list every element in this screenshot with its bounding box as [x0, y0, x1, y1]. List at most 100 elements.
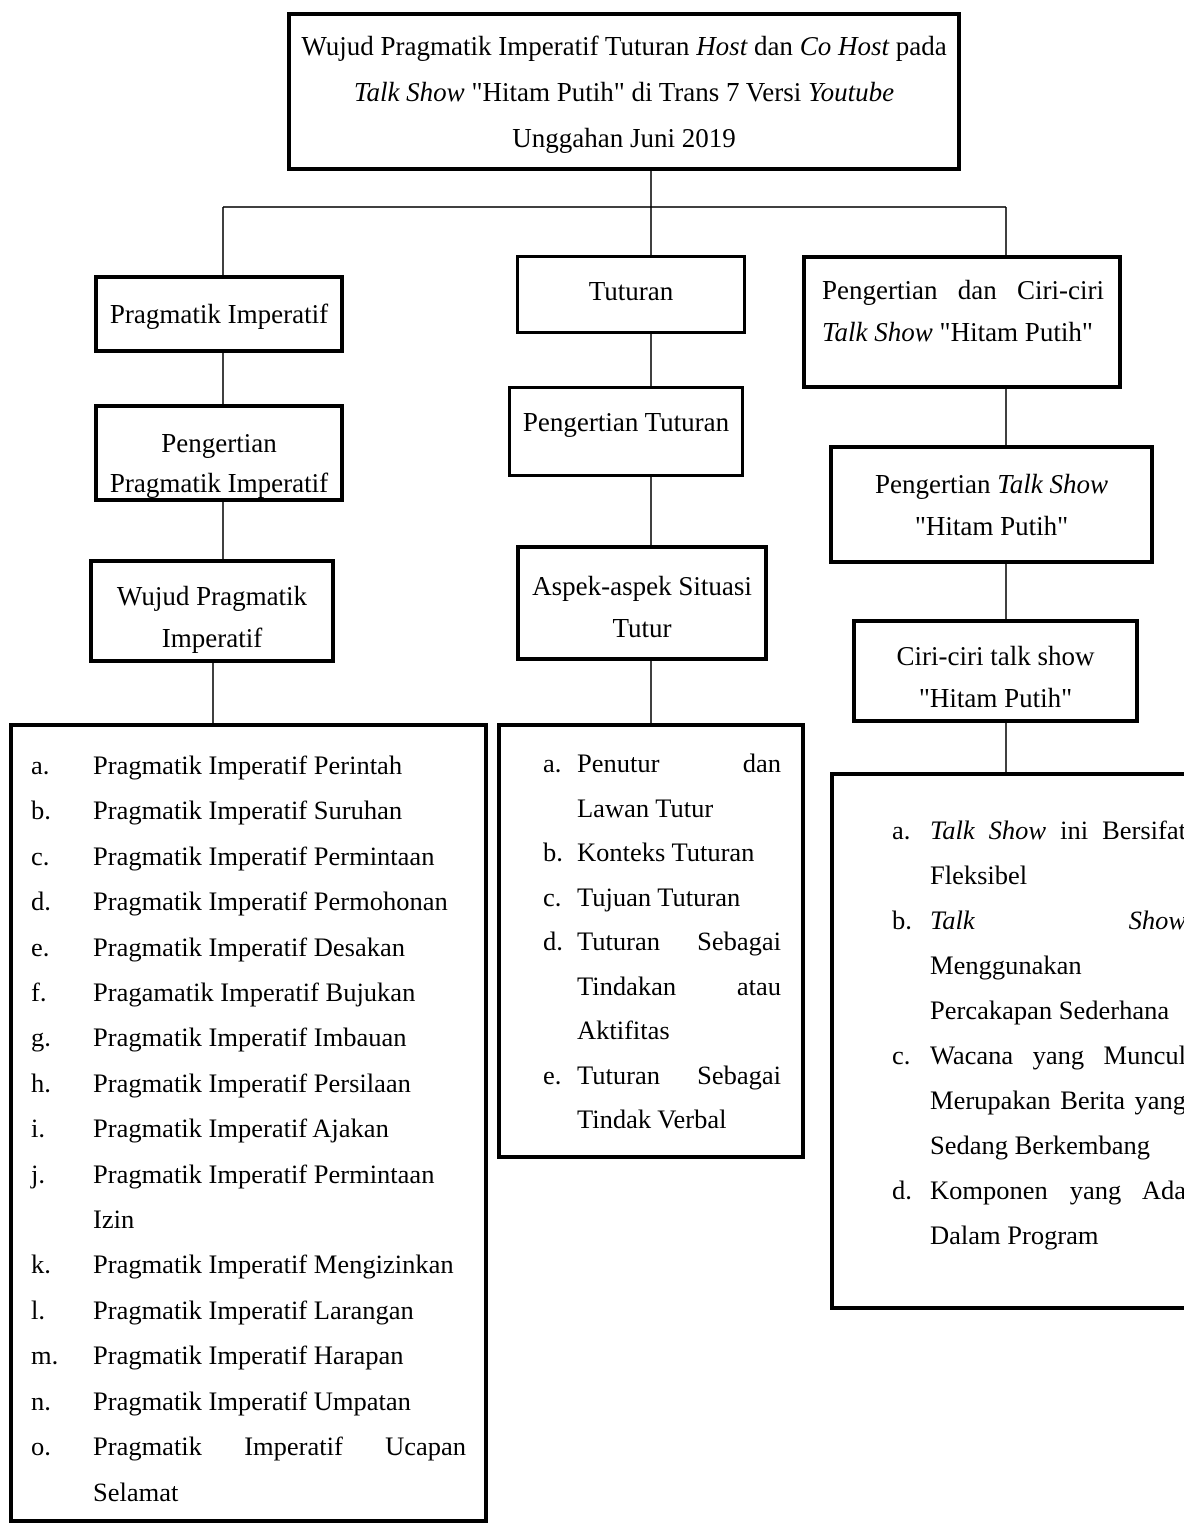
item-text: Tuturan Sebagai — [577, 1059, 781, 1090]
item-text: Dalam Program — [930, 1220, 1099, 1250]
item-text: Selamat — [93, 1476, 179, 1507]
node-label: Pengertian dan Ciri-ciri — [822, 275, 1104, 305]
item-text: Menggunakan — [930, 950, 1082, 980]
node-aspek-situasi-tutur: Aspek-aspek Situasi Tutur — [516, 545, 768, 661]
item-marker: d. — [892, 1175, 912, 1205]
item-marker: j. — [31, 1158, 45, 1189]
item-marker: i. — [31, 1113, 45, 1144]
node-pengertian-talkshow: Pengertian Talk Show "Hitam Putih" — [829, 445, 1154, 564]
list-item: p. Pragmatik Imperatif Anjuran — [31, 1515, 466, 1519]
root-youtube-text: Youtube — [808, 76, 895, 107]
talk-text: Talk — [930, 905, 975, 935]
node-label: Ciri-ciri talk show — [896, 641, 1095, 671]
talkshow-text: Talk Show — [822, 317, 933, 347]
item-marker: a. — [31, 750, 50, 780]
item-text: Pragmatik Imperatif Larangan — [93, 1294, 414, 1325]
node-wujud-pragmatik-imperatif: Wujud Pragmatik Imperatif — [89, 559, 335, 663]
node-pengertian-tuturan: Pengertian Tuturan — [508, 386, 744, 477]
list-item: f.Pragamatik Imperatif Bujukan — [31, 970, 466, 1015]
item-marker: m. — [31, 1340, 59, 1371]
list-item: k.Pragmatik Imperatif Mengizinkan — [31, 1242, 466, 1287]
item-marker: g. — [31, 1022, 51, 1053]
list-item: j. Pragmatik Imperatif Permintaan Izin — [31, 1152, 466, 1243]
item-marker: b. — [543, 837, 563, 867]
item-text: Konteks Tuturan — [577, 837, 755, 867]
item-marker: d. — [31, 886, 51, 917]
list-item: m. Pragmatik Imperatif Harapan — [31, 1333, 466, 1378]
item-text: Pragmatik Imperatif Suruhan — [93, 795, 403, 826]
list-item: h.Pragmatik Imperatif Persilaan — [31, 1061, 466, 1106]
node-label: Pragmatik Imperatif — [109, 299, 329, 329]
node-ciri-talkshow: Ciri-ciri talk show "Hitam Putih" — [852, 619, 1139, 723]
item-marker: c. — [543, 881, 562, 912]
item-text: Pragmatik Imperatif Permohonan — [93, 886, 448, 917]
item-text: Tindakan atau — [577, 970, 781, 1001]
item-marker: p. — [31, 1515, 51, 1519]
talkshow-text: Talk Show — [997, 469, 1108, 499]
item-text: Merupakan Berita yang — [930, 1085, 1184, 1115]
list-wujud-pragmatik-imperatif: a. Pragmatik Imperatif Perintah b. Pragmati… — [9, 723, 488, 1523]
item-text: Wacana yang Muncul — [930, 1040, 1184, 1070]
item-text: Tujuan Tuturan — [577, 881, 741, 912]
item-text: Pragmatik Imperatif Ucapan — [93, 1431, 466, 1462]
list-item: b. Konteks Tuturan — [543, 830, 781, 875]
node-label: Pengertian Talk Show — [833, 463, 1150, 505]
item-text: Pragmatik Imperatif Umpatan — [93, 1385, 411, 1416]
node-label: Pragmatik Imperatif — [109, 468, 329, 498]
item-marker: f. — [31, 977, 47, 1008]
item-marker: c. — [892, 1040, 911, 1070]
item-text: Pragmatik Imperatif Permintaan Izin — [93, 1158, 435, 1235]
item-marker: c. — [31, 840, 50, 871]
talkshow-text: Talk Show — [930, 815, 1047, 845]
list-item: c. Tujuan Tuturan — [543, 875, 781, 920]
root-text: pada — [888, 30, 947, 61]
item-text: ini Bersifat — [1046, 815, 1184, 845]
node-pengertian-ciri-talkshow: Pengertian dan Ciri-ciri Talk Show "Hita… — [802, 255, 1122, 389]
show-text: Show — [1128, 905, 1184, 935]
item-text: Pragmatik Imperatif Anjuran — [93, 1515, 466, 1519]
item-marker: h. — [31, 1067, 51, 1098]
node-label-text: "Hitam Putih" — [932, 317, 1093, 347]
node-label: Tutur — [612, 613, 672, 643]
list-item: g.Pragmatik Imperatif Imbauan — [31, 1015, 466, 1060]
item-text: Pragmatik Imperatif Desakan — [93, 931, 405, 962]
list-item: a. Pragmatik Imperatif Perintah — [31, 743, 466, 788]
root-text: Wujud Pragmatik Imperatif Tuturan — [301, 30, 697, 61]
item-marker: b. — [31, 795, 51, 826]
root-line-3: Unggahan Juni 2019 — [512, 122, 736, 153]
node-label: Talk Show "Hitam Putih" — [822, 311, 1104, 353]
item-text: Tindak Verbal — [577, 1104, 727, 1134]
item-marker: o. — [31, 1431, 51, 1462]
item-text: Pragmatik Imperatif Perintah — [93, 750, 403, 780]
list-item: n.Pragmatik Imperatif Umpatan — [31, 1379, 466, 1424]
item-marker: l. — [31, 1294, 45, 1325]
item-text: Pragmatik Imperatif Permintaan — [93, 840, 435, 871]
item-text: Fleksibel — [930, 860, 1028, 890]
item-marker: k. — [31, 1249, 51, 1280]
item-text: Pragmatik Imperatif Harapan — [93, 1340, 404, 1371]
item-marker: b. — [892, 905, 912, 935]
item-text: Penutur dan — [577, 748, 781, 778]
root-talkshow-text: Talk Show — [353, 76, 465, 107]
root-text: dan — [747, 30, 800, 61]
root-text: "Hitam Putih" di Trans 7 Versi — [464, 76, 809, 107]
item-line: Talk Show — [930, 898, 1184, 943]
node-label: "Hitam Putih" — [918, 683, 1073, 713]
item-marker: d. — [543, 926, 563, 956]
node-label: Wujud Pragmatik — [116, 581, 308, 611]
root-line-2: Talk Show "Hitam Putih" di Trans 7 Versi… — [301, 69, 946, 115]
node-label: Tuturan — [588, 276, 674, 306]
node-label: Pengertian — [161, 428, 277, 458]
item-text: Sedang Berkembang — [930, 1130, 1151, 1160]
node-pragmatik-imperatif: Pragmatik Imperatif — [94, 275, 344, 353]
item-marker: e. — [543, 1059, 562, 1090]
item-text: Percakapan Sederhana — [930, 995, 1170, 1025]
